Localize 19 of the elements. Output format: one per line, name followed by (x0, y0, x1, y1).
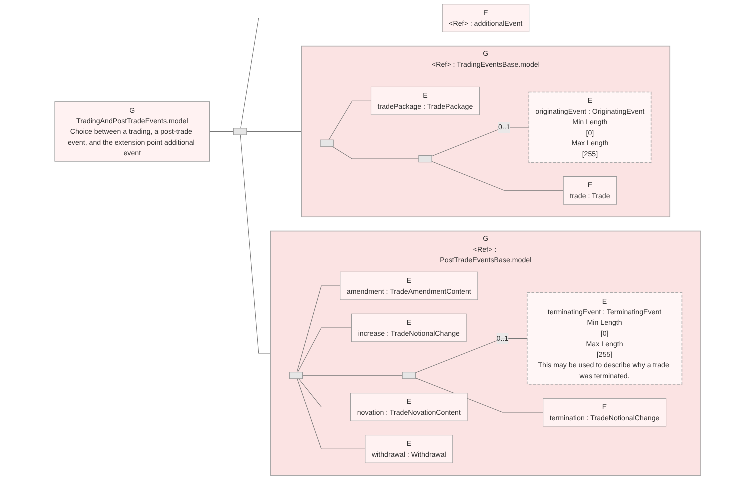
connector (246, 131, 302, 132)
connector (415, 338, 528, 374)
connector (432, 127, 530, 157)
connector (298, 328, 352, 373)
connector (332, 146, 420, 160)
connector (328, 100, 372, 140)
node-box (234, 128, 248, 136)
connector (210, 131, 234, 132)
node-box (402, 372, 416, 380)
connector (240, 134, 272, 354)
connector (432, 161, 564, 191)
node-box (289, 372, 304, 380)
node-box (418, 156, 432, 163)
connector (240, 18, 443, 129)
connector (298, 378, 352, 408)
node-box (320, 140, 334, 147)
connector (297, 378, 366, 450)
connector (296, 286, 341, 373)
connector (302, 375, 403, 376)
